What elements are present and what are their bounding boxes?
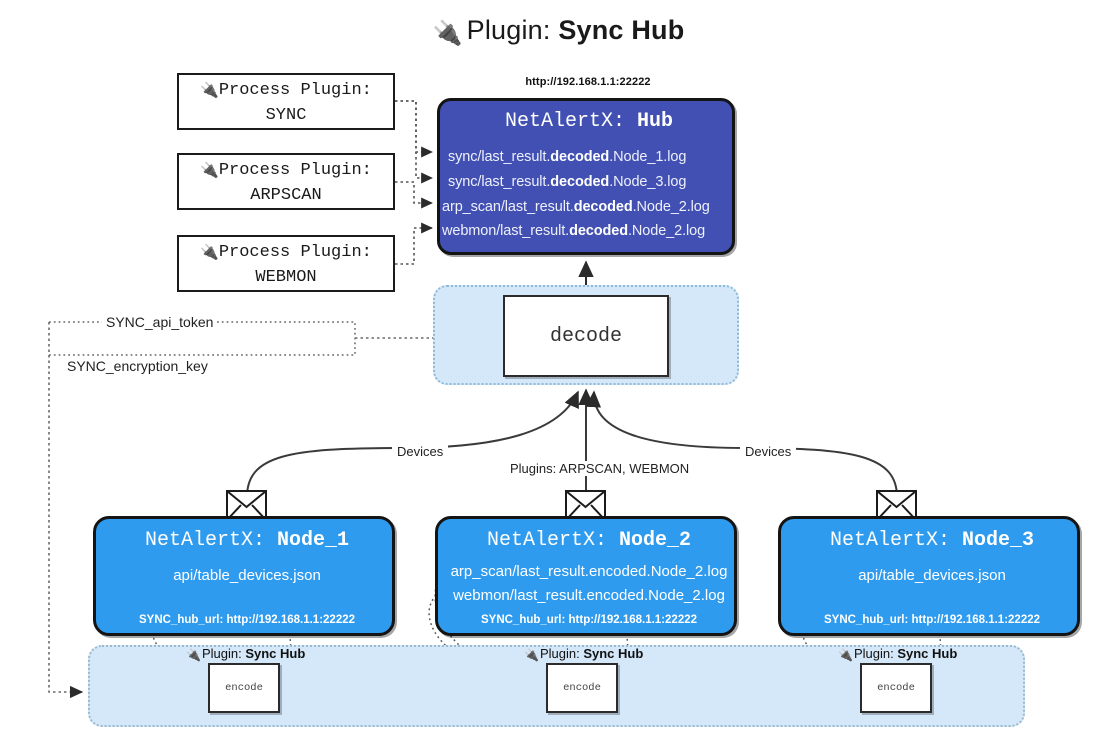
- plugin-caption-node-2: 🔌Plugin: Sync Hub: [524, 646, 644, 662]
- wire-webmon-to-hub-log: [395, 222, 433, 265]
- plugin-caption-node-1: 🔌Plugin: Sync Hub: [186, 646, 306, 662]
- encode-box-node-1[interactable]: encode: [208, 663, 280, 713]
- electric-plug-icon: 🔌: [200, 81, 219, 99]
- hub-url-label: http://192.168.1.1:22222: [525, 76, 651, 88]
- node-box-node-2[interactable]: NetAlertX: Node_2 arp_scan/last_result.e…: [435, 516, 737, 636]
- envelope-icon: [876, 490, 917, 521]
- electric-plug-icon: 🔌: [186, 648, 201, 662]
- wire-tokens-to-bottom-panel: [48, 322, 84, 699]
- process-plugin-arpscan-label: 🔌Process Plugin:: [200, 161, 372, 180]
- node-1-row-1: api/table_devices.json: [173, 567, 321, 584]
- process-plugin-sync-label: 🔌Process Plugin:: [200, 81, 372, 100]
- encode-box-node-3[interactable]: encode: [860, 663, 932, 713]
- page-title-label: Plugin:: [466, 15, 551, 45]
- wire-arpscan-to-hub-log: [395, 181, 433, 209]
- node-1-title: NetAlertX: Node_1: [144, 529, 350, 552]
- encode-box-node-2[interactable]: encode: [546, 663, 618, 713]
- page-title-value: Sync Hub: [558, 15, 685, 45]
- electric-plug-icon: 🔌: [524, 648, 539, 662]
- node-2-row-1: arp_scan/last_result.encoded.Node_2.log: [450, 563, 728, 580]
- hub-log-line-1: sync/last_result.decoded.Node_1.log: [448, 149, 687, 165]
- process-plugin-box-sync[interactable]: 🔌Process Plugin: SYNC: [177, 73, 395, 130]
- node-2-row-2: webmon/last_result.encoded.Node_2.log: [453, 587, 725, 604]
- node-1-hub-url: SYNC_hub_url: http://192.168.1.1:22222: [138, 614, 356, 626]
- edge-label-devices-left: Devices: [392, 444, 449, 459]
- hub-log-line-4: webmon/last_result.decoded.Node_2.log: [442, 223, 706, 239]
- electric-plug-icon: 🔌: [200, 243, 219, 261]
- wire-sync-to-node3-log: [395, 100, 433, 184]
- process-plugin-box-webmon[interactable]: 🔌Process Plugin: WEBMON: [177, 235, 395, 292]
- token-label-encryption-key: SYNC_encryption_key: [63, 358, 212, 374]
- process-plugin-box-arpscan[interactable]: 🔌Process Plugin: ARPSCAN: [177, 153, 395, 210]
- process-plugin-arpscan-name: ARPSCAN: [250, 186, 322, 205]
- hub-log-line-2: sync/last_result.decoded.Node_3.log: [448, 174, 687, 190]
- edge-label-plugins-center: Plugins: ARPSCAN, WEBMON: [505, 461, 695, 476]
- hub-box[interactable]: NetAlertX: Hub sync/last_result.decoded.…: [437, 98, 735, 255]
- electric-plug-icon: 🔌: [838, 648, 853, 662]
- page-title: 🔌Plugin: Sync Hub: [0, 14, 1117, 50]
- hub-log-line-3: arp_scan/last_result.decoded.Node_2.log: [442, 199, 710, 215]
- electric-plug-icon: 🔌: [200, 161, 219, 179]
- token-label-api-token: SYNC_api_token: [102, 314, 218, 330]
- process-plugin-webmon-label: 🔌Process Plugin:: [200, 243, 372, 262]
- node-box-node-3[interactable]: NetAlertX: Node_3 api/table_devices.json…: [778, 516, 1080, 636]
- node-3-title: NetAlertX: Node_3: [829, 529, 1035, 552]
- process-plugin-webmon-name: WEBMON: [255, 268, 317, 287]
- node-2-hub-url: SYNC_hub_url: http://192.168.1.1:22222: [480, 614, 698, 626]
- electric-plug-icon: 🔌: [432, 20, 463, 47]
- decode-box[interactable]: decode: [503, 295, 669, 377]
- plugin-caption-node-3: 🔌Plugin: Sync Hub: [838, 646, 958, 662]
- wire-sync-to-node1-log: [395, 100, 433, 158]
- node-box-node-1[interactable]: NetAlertX: Node_1 api/table_devices.json…: [93, 516, 395, 636]
- node-3-row-1: api/table_devices.json: [858, 567, 1006, 584]
- node-3-hub-url: SYNC_hub_url: http://192.168.1.1:22222: [823, 614, 1041, 626]
- process-plugin-sync-name: SYNC: [265, 106, 307, 125]
- hub-title: NetAlertX: Hub: [504, 110, 674, 133]
- edge-label-devices-right: Devices: [740, 444, 797, 459]
- node-2-title: NetAlertX: Node_2: [486, 529, 692, 552]
